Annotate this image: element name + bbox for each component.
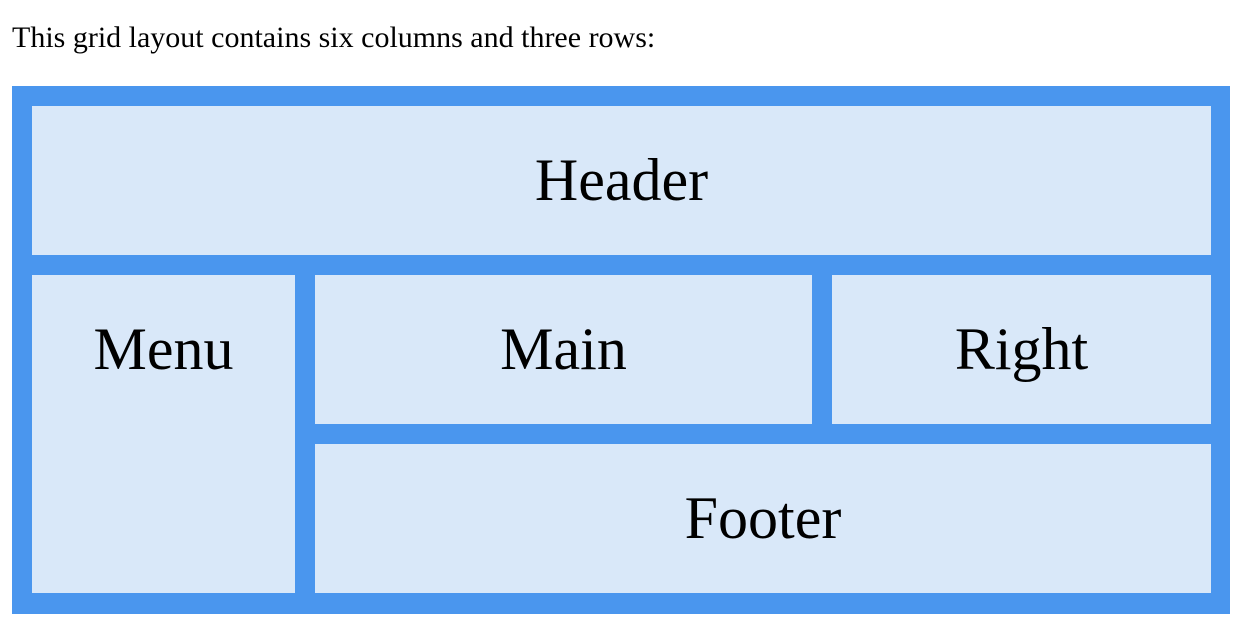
grid-container: Header Menu Main Right Footer <box>12 86 1230 614</box>
grid-item-header: Header <box>32 106 1211 255</box>
grid-item-footer: Footer <box>315 444 1211 593</box>
grid-item-menu: Menu <box>32 275 295 593</box>
intro-text: This grid layout contains six columns an… <box>12 21 656 54</box>
grid-item-right: Right <box>832 275 1211 424</box>
grid-item-main: Main <box>315 275 812 424</box>
